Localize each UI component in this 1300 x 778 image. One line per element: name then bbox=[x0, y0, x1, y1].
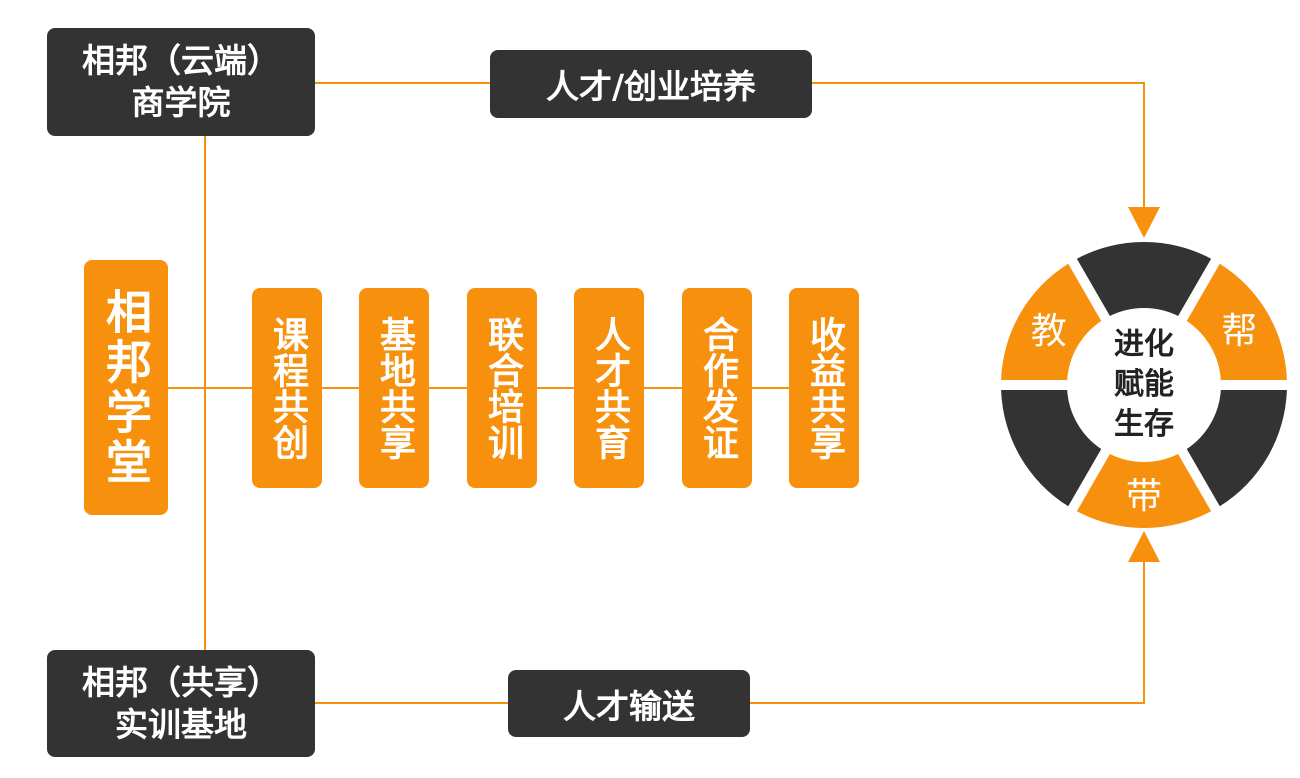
xiangbang-academy-box: 相邦学堂 bbox=[84, 260, 168, 515]
top-right-connector bbox=[1143, 82, 1145, 212]
center-line-2: 生存 bbox=[1114, 407, 1174, 442]
cloud-box-line1: 相邦（云端） bbox=[82, 41, 280, 80]
center-line-0: 进化 bbox=[1114, 327, 1174, 362]
item-5: 收益共享 bbox=[789, 288, 859, 488]
base-box-line1: 相邦（共享） bbox=[82, 662, 280, 702]
cloud-box-line2: 商学院 bbox=[131, 83, 231, 122]
base-box-line2: 实训基地 bbox=[115, 704, 247, 744]
item-0: 课程共创 bbox=[252, 288, 322, 488]
item-3: 人才共育 bbox=[574, 288, 644, 488]
up-arrow-icon bbox=[1128, 531, 1160, 562]
talent-cultivation-label: 人才/创业培养 bbox=[490, 50, 812, 118]
down-arrow-icon bbox=[1128, 207, 1160, 238]
item-4: 合作发证 bbox=[682, 288, 752, 488]
ring-segment bbox=[1001, 263, 1102, 381]
ring-segment-label: 帮 bbox=[1221, 311, 1257, 352]
ring-segment-label: 带 bbox=[1126, 476, 1162, 517]
training-base-box: 相邦（共享） 实训基地 bbox=[47, 650, 315, 757]
center-line-1: 赋能 bbox=[1114, 367, 1174, 402]
item-1: 基地共享 bbox=[359, 288, 429, 488]
ring-segment bbox=[1001, 389, 1102, 507]
talent-delivery-label: 人才输送 bbox=[508, 670, 750, 737]
ring-segment bbox=[1186, 389, 1287, 507]
left-vertical-connector bbox=[204, 136, 206, 650]
ring-segment bbox=[1076, 241, 1212, 316]
ring-segment bbox=[1076, 454, 1212, 529]
ring-chart: 帮 教带 bbox=[1001, 241, 1287, 529]
bottom-right-connector bbox=[1143, 555, 1145, 704]
ring-segment-label: 教 bbox=[1031, 311, 1067, 352]
ring-center-text: 进化 赋能 生存 bbox=[1094, 325, 1194, 445]
item-2: 联合培训 bbox=[467, 288, 537, 488]
cloud-business-school-box: 相邦（云端） 商学院 bbox=[47, 28, 315, 136]
ring-segment bbox=[1186, 263, 1287, 381]
